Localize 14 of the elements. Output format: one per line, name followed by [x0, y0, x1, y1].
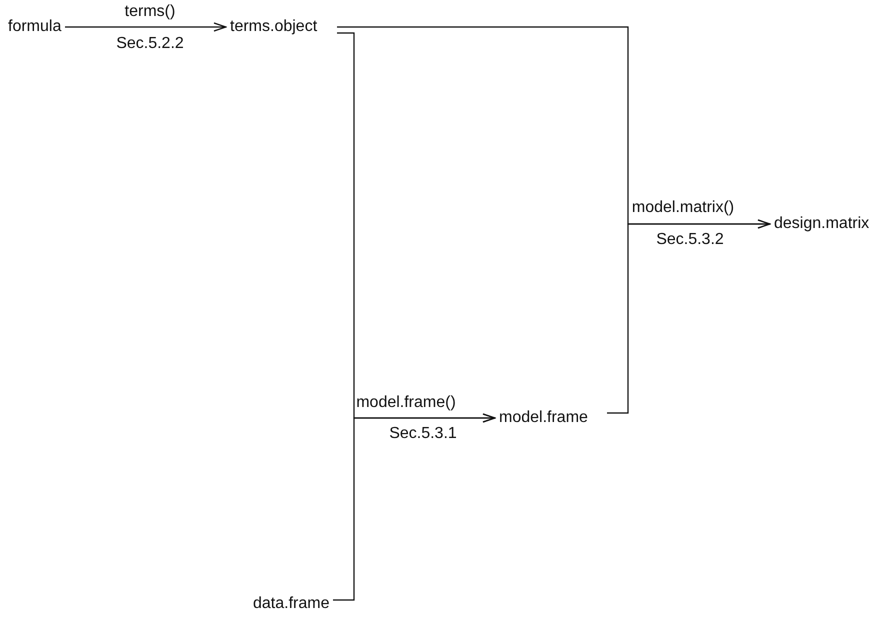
arrow	[607, 219, 771, 414]
node-label: data.frame	[253, 595, 330, 612]
node-label: formula	[8, 18, 62, 35]
section-reference: Sec.5.3.1	[389, 425, 457, 443]
node-label: terms.object	[230, 18, 318, 35]
node-label: model.frame	[499, 409, 588, 426]
edge-label: model.frame()	[356, 394, 456, 412]
node-label: design.matrix	[774, 215, 870, 232]
edge-label: terms()	[124, 3, 176, 21]
edge-label: model.matrix()	[632, 199, 734, 217]
section-reference: Sec.5.2.2	[116, 35, 184, 53]
arrow	[333, 413, 496, 601]
section-reference: Sec.5.3.2	[656, 231, 724, 249]
arrow	[65, 22, 227, 32]
